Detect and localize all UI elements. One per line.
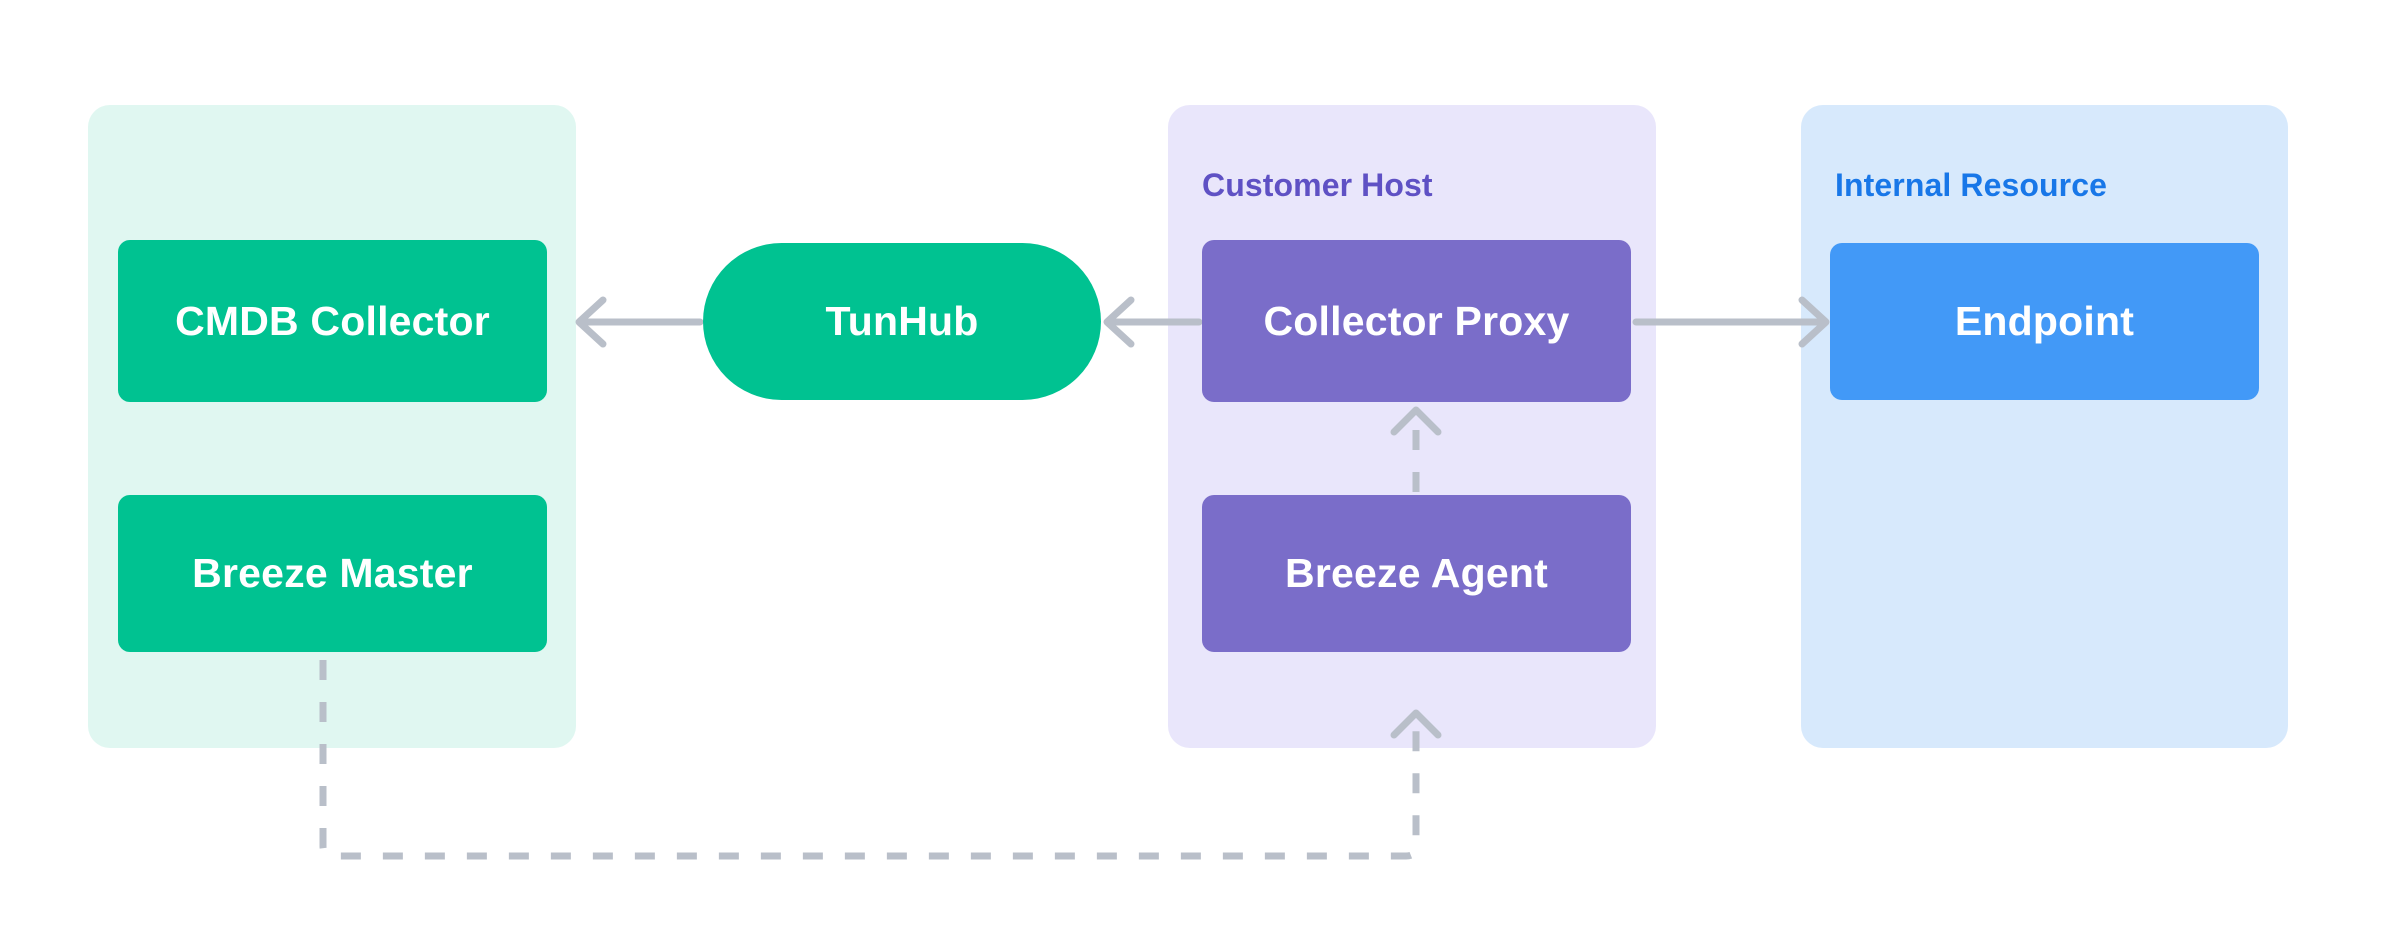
node-tunhub[interactable]: TunHub — [703, 243, 1101, 400]
node-label-breeze-master: Breeze Master — [192, 550, 473, 596]
node-label-cmdb-collector: CMDB Collector — [175, 297, 490, 344]
node-label-collector-proxy: Collector Proxy — [1263, 297, 1570, 344]
node-breeze-agent[interactable]: Breeze Agent — [1202, 495, 1631, 652]
node-collector-proxy[interactable]: Collector Proxy — [1202, 240, 1631, 402]
connector-collector-proxy-to-endpoint — [1632, 296, 1830, 348]
node-label-breeze-agent: Breeze Agent — [1285, 550, 1548, 596]
node-cmdb-collector[interactable]: CMDB Collector — [118, 240, 547, 402]
connector-tunhub-to-cmdb-collector — [575, 296, 704, 348]
node-breeze-master[interactable]: Breeze Master — [118, 495, 547, 652]
node-endpoint[interactable]: Endpoint — [1830, 243, 2259, 400]
node-label-tunhub: TunHub — [825, 298, 979, 344]
group-internal-resource: Internal Resource — [1801, 105, 2288, 748]
group-label-customer-host: Customer Host — [1202, 167, 1433, 203]
group-label-internal-resource: Internal Resource — [1835, 167, 2108, 203]
node-label-endpoint: Endpoint — [1954, 298, 2135, 344]
